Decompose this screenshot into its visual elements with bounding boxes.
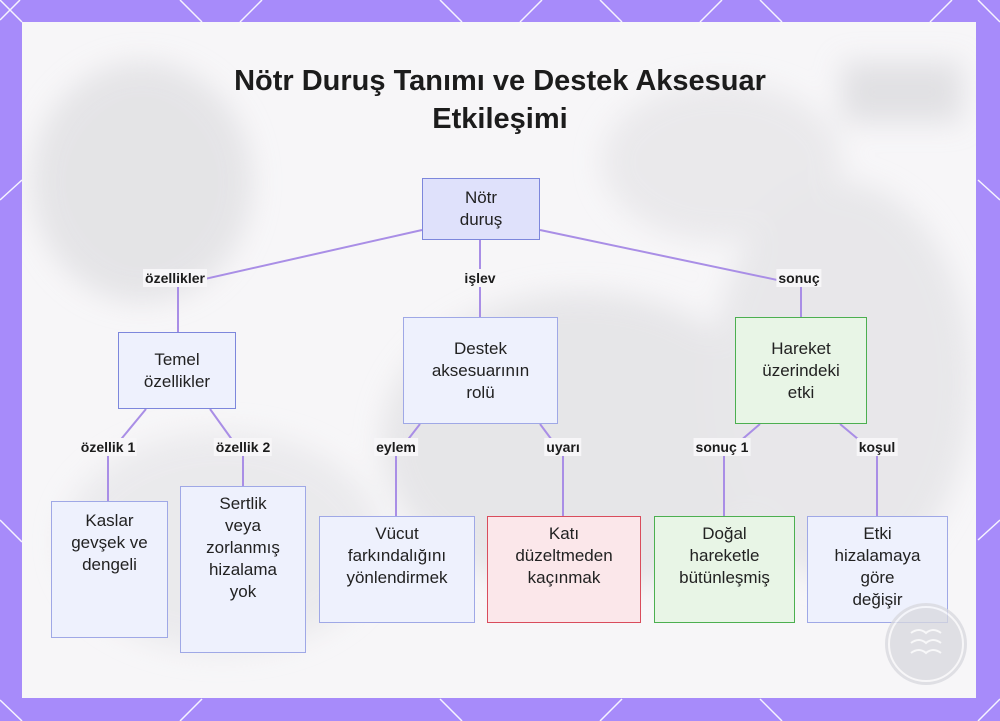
node-sertlik-yok: Sertlik veya zorlanmış hizalama yok [180, 486, 306, 653]
edge-label-ozellikler: özellikler [143, 269, 207, 287]
edge-label-ozellik-1: özellik 1 [78, 438, 138, 456]
node-text-line: hareketle [689, 546, 760, 565]
node-text-line: göre [860, 568, 895, 587]
node-text-line: Nötr [464, 188, 498, 207]
node-text-line: veya [225, 516, 261, 535]
node-vucut-farkindaligi: Vücut farkındalığını yönlendirmek [319, 516, 475, 623]
node-text-line: Doğal [702, 524, 747, 543]
node-text-line: duruş [459, 210, 503, 229]
node-text-line: farkındalığını [347, 546, 447, 565]
node-text-line: kaçınmak [527, 568, 601, 587]
node-text-line: yok [229, 582, 257, 601]
node-text-line: Kaslar [85, 511, 134, 530]
node-kati-duzeltmeden-kacinmak: Katı düzeltmeden kaçınmak [487, 516, 641, 623]
node-text-line: Temel [154, 349, 200, 369]
node-text-line: zorlanmış [206, 538, 280, 557]
node-text-line: Hareket [771, 338, 831, 358]
node-text-line: rolü [466, 382, 495, 402]
node-dogal-hareket: Doğal hareketle bütünleşmiş [654, 516, 795, 623]
node-text-line: Katı [548, 524, 580, 543]
node-text-line: hizalamaya [834, 546, 921, 565]
node-text-line: Destek [454, 338, 507, 358]
edge-label-sonuc: sonuç [776, 269, 822, 287]
watermark-logo-icon [885, 603, 967, 685]
node-text-line: Vücut [375, 524, 419, 543]
edge-label-eylem: eylem [374, 438, 418, 456]
title-text: Nötr Duruş Tanımı ve Destek Aksesuar Etk… [234, 65, 766, 135]
edge-root-hareket [539, 229, 802, 317]
node-notr-durus: Nötr duruş [422, 178, 540, 240]
edge-label-kosul: koşul [856, 438, 898, 456]
node-kaslar-gevsek: Kaslar gevşek ve dengeli [51, 501, 168, 638]
node-text-line: gevşek ve [71, 533, 148, 552]
node-text-line: aksesuarının [431, 360, 530, 380]
edge-root-temel [177, 229, 423, 332]
node-text-line: hizalama [208, 560, 278, 579]
node-text-line: Etki [863, 524, 892, 543]
edge-label-ozellik-2: özellik 2 [213, 438, 273, 456]
node-text-line: yönlendirmek [346, 568, 448, 587]
edge-label-uyari: uyarı [544, 438, 582, 456]
edge-label-sonuc-1: sonuç 1 [693, 438, 751, 456]
node-text-line: özellikler [143, 371, 211, 391]
node-text-line: Sertlik [219, 494, 267, 513]
node-text-line: üzerindeki [762, 360, 840, 380]
node-text-line: bütünleşmiş [679, 568, 770, 587]
diagram-title: Nötr Duruş Tanımı ve Destek Aksesuar Etk… [0, 62, 1000, 138]
edge-label-islev: işlev [462, 269, 498, 287]
node-text-line: dengeli [82, 555, 137, 574]
node-text-line: değişir [852, 590, 903, 609]
node-text-line: etki [787, 382, 815, 402]
node-text-line: düzeltmeden [515, 546, 613, 565]
